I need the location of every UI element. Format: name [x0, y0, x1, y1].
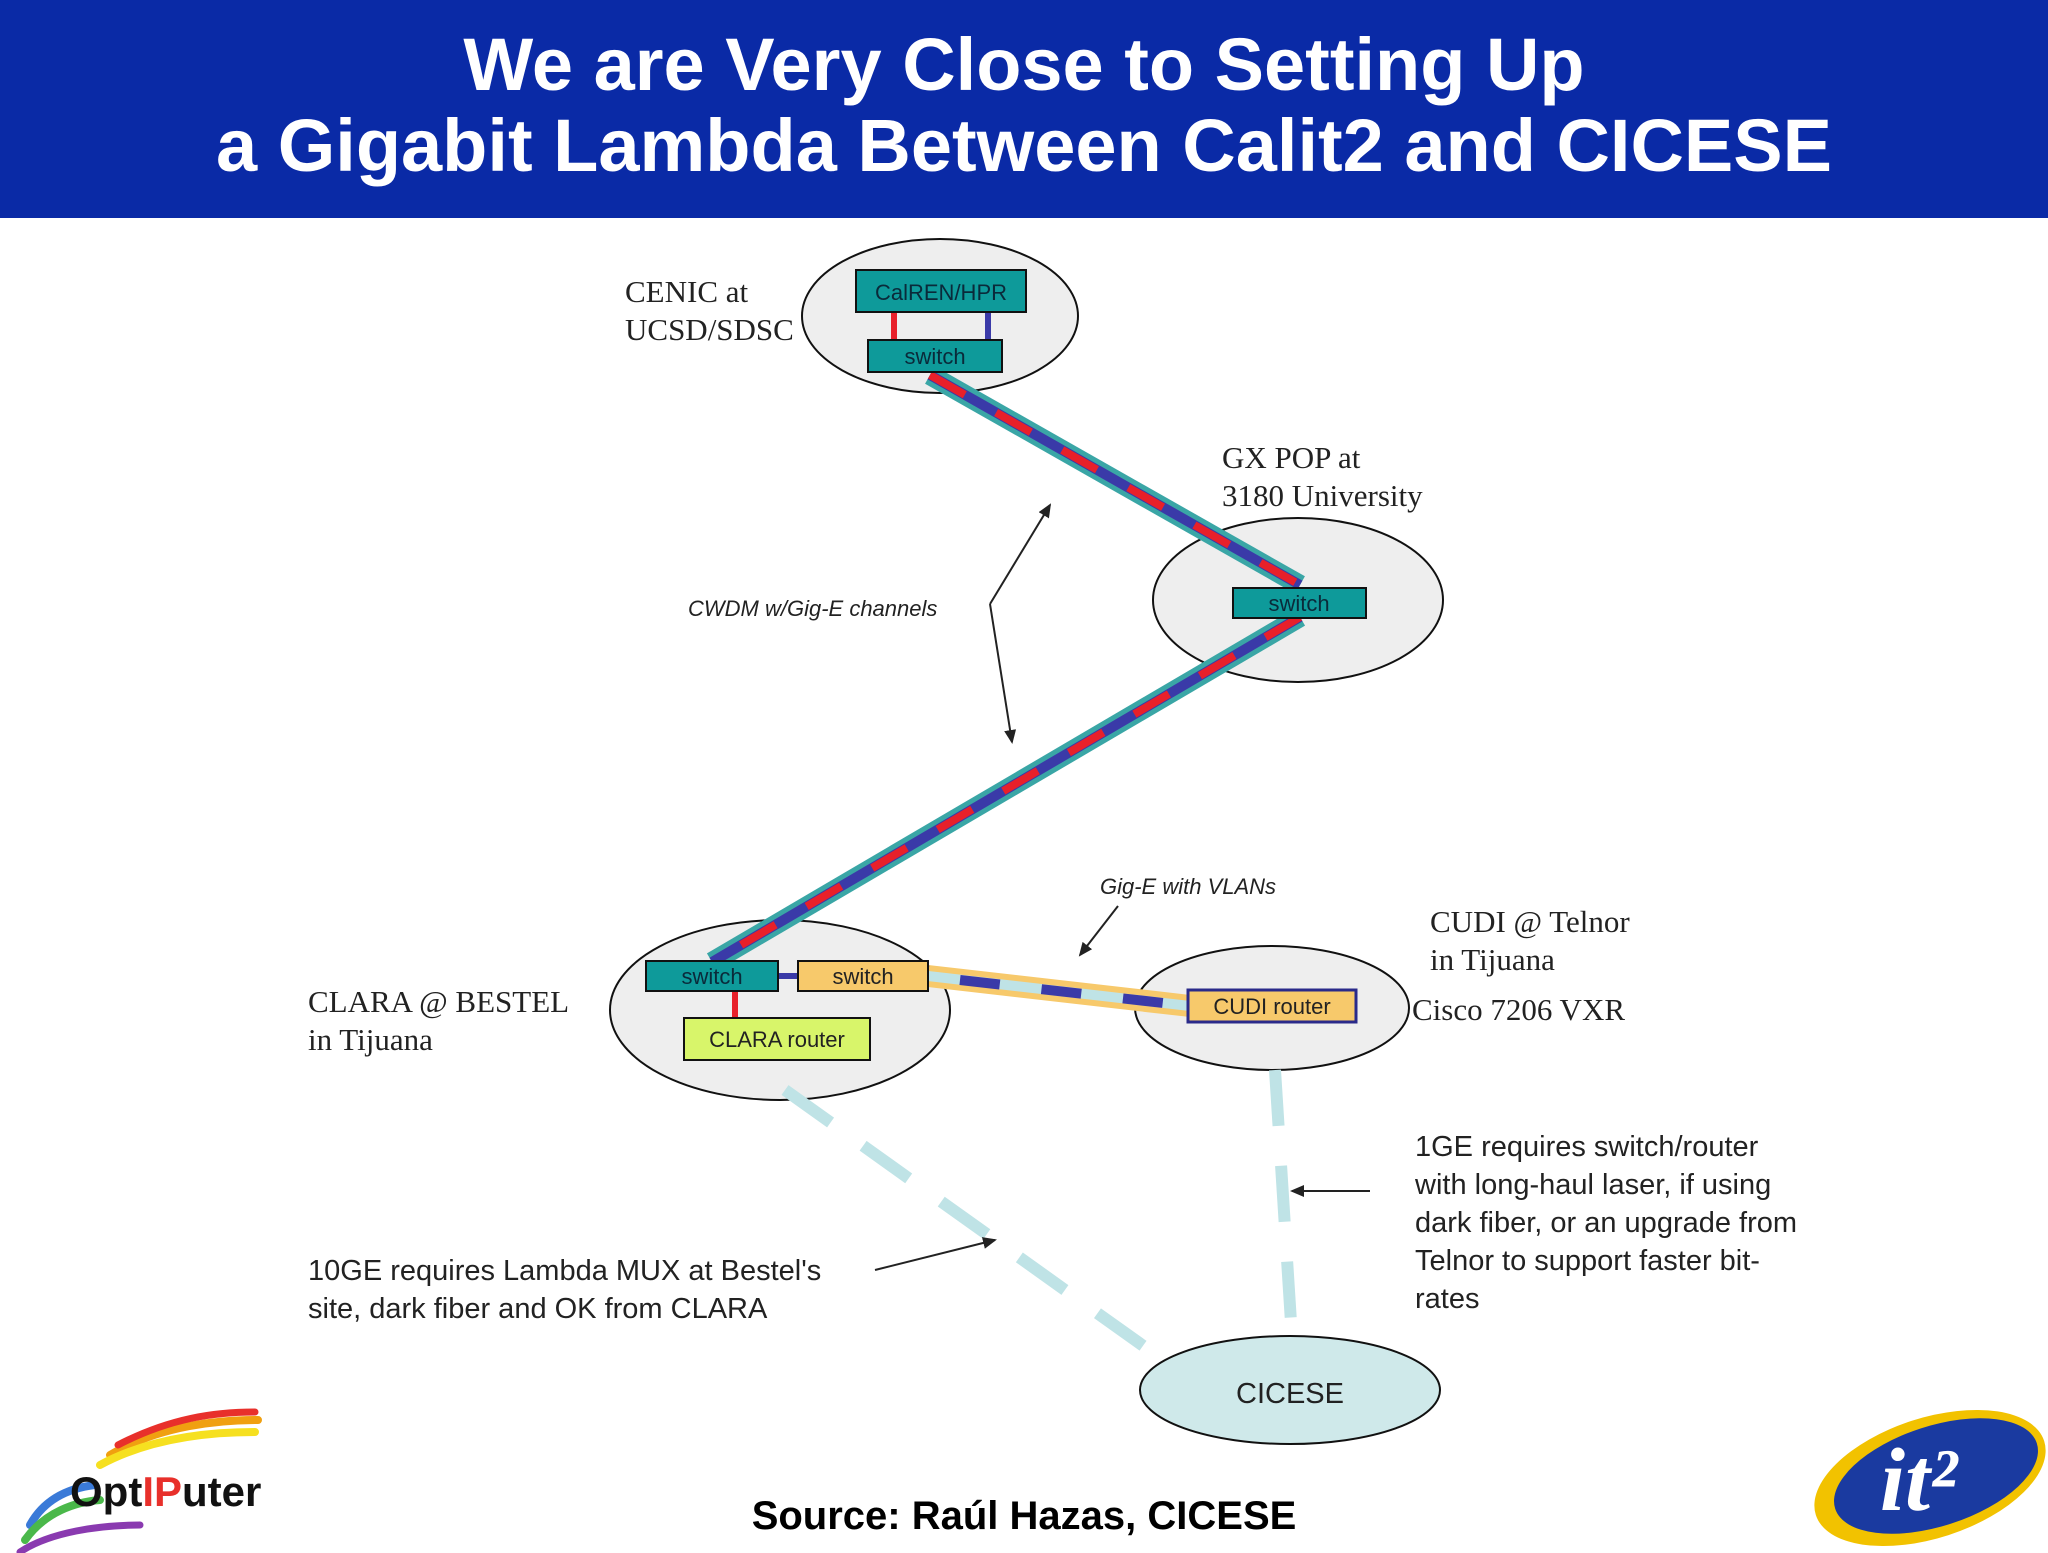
- clara-ellipse: [609, 919, 951, 1101]
- cudi-label-line2: in Tijuana: [1430, 942, 1555, 977]
- optiputer-logo: OptIPuter: [70, 1468, 261, 1516]
- title-line-2: a Gigabit Lambda Between Calit2 and CICE…: [215, 104, 1832, 187]
- cenic-label-line2: UCSD/SDSC: [625, 312, 794, 347]
- cenic-label-line1: CENIC at: [625, 274, 749, 309]
- cudi-label-line1: CUDI @ Telnor: [1430, 904, 1630, 939]
- optiputer-logo-suffix: uter: [182, 1468, 262, 1515]
- gige-vlans-annotation: Gig-E with VLANs: [1100, 874, 1276, 899]
- clara-label-line2: in Tijuana: [308, 1022, 433, 1057]
- ten-ge-note-line1: 10GE requires Lambda MUX at Bestel's: [308, 1255, 821, 1287]
- cenic-switch-box: [867, 339, 1003, 373]
- it2-logo-text: it²: [1880, 1431, 1959, 1530]
- cudi-router-box: [1186, 988, 1358, 1024]
- calren-hpr-label: CalREN/HPR: [875, 280, 1007, 305]
- gige-vlans-arrow: [1078, 905, 1119, 957]
- one-ge-note-line1: 1GE requires switch/router: [1415, 1131, 1759, 1163]
- one-ge-note-line4: Telnor to support faster bit-: [1415, 1245, 1760, 1277]
- gxpop-switch-box: [1232, 587, 1367, 619]
- cudi-cicese-dashed-link: [1269, 1069, 1298, 1339]
- cwdm-arrow-down: [989, 603, 1017, 744]
- cicese-ellipse: [1139, 1335, 1441, 1445]
- optiputer-logo-prefix: Opt: [70, 1468, 143, 1515]
- cicese-label: CICESE: [1236, 1378, 1344, 1410]
- one-ge-note-line2: with long-haul laser, if using: [1414, 1169, 1771, 1201]
- one-ge-note-line3: dark fiber, or an upgrade from: [1415, 1207, 1797, 1239]
- clara-switch2-box: [797, 960, 929, 992]
- clara-switch-label: switch: [681, 964, 742, 989]
- cudi-model-label: Cisco 7206 VXR: [1412, 992, 1625, 1027]
- cwdm-arrow-up: [989, 503, 1052, 605]
- cenic-gxpop-link: [925, 366, 1305, 594]
- gxpop-clara-link: [706, 608, 1306, 971]
- ten-ge-arrow: [874, 1237, 997, 1271]
- ten-ge-note-line2: site, dark fiber and OK from CLARA: [308, 1293, 768, 1325]
- clara-router-box: [683, 1017, 871, 1061]
- gxpop-switch-label: switch: [1268, 591, 1329, 616]
- it2-logo: it²: [1814, 1409, 2046, 1547]
- title-line-1: We are Very Close to Setting Up: [463, 23, 1585, 106]
- cwdm-annotation: CWDM w/Gig-E channels: [688, 596, 937, 621]
- optiputer-logo-highlight: IP: [142, 1468, 182, 1515]
- gxpop-label-line2: 3180 University: [1222, 478, 1423, 513]
- gxpop-label-line1: GX POP at: [1222, 440, 1361, 475]
- clara-cudi-gige-link: [926, 965, 1192, 1017]
- source-credit: Source: Raúl Hazas, CICESE: [751, 1494, 1297, 1538]
- one-ge-note-line5: rates: [1415, 1283, 1479, 1315]
- optiputer-logo-swoosh: [16, 1408, 262, 1553]
- title-banner: We are Very Close to Setting Up a Gigabi…: [0, 0, 2048, 218]
- clara-label-line1: CLARA @ BESTEL: [308, 984, 569, 1019]
- cenic-switch-label: switch: [904, 344, 965, 369]
- clara-switch-box: [645, 960, 779, 992]
- cudi-router-label: CUDI router: [1213, 994, 1330, 1019]
- clara-cicese-dashed-link: [781, 1085, 1174, 1370]
- clara-router-label: CLARA router: [709, 1027, 845, 1052]
- clara-switch2-label: switch: [832, 964, 893, 989]
- calren-hpr-box: [855, 269, 1027, 313]
